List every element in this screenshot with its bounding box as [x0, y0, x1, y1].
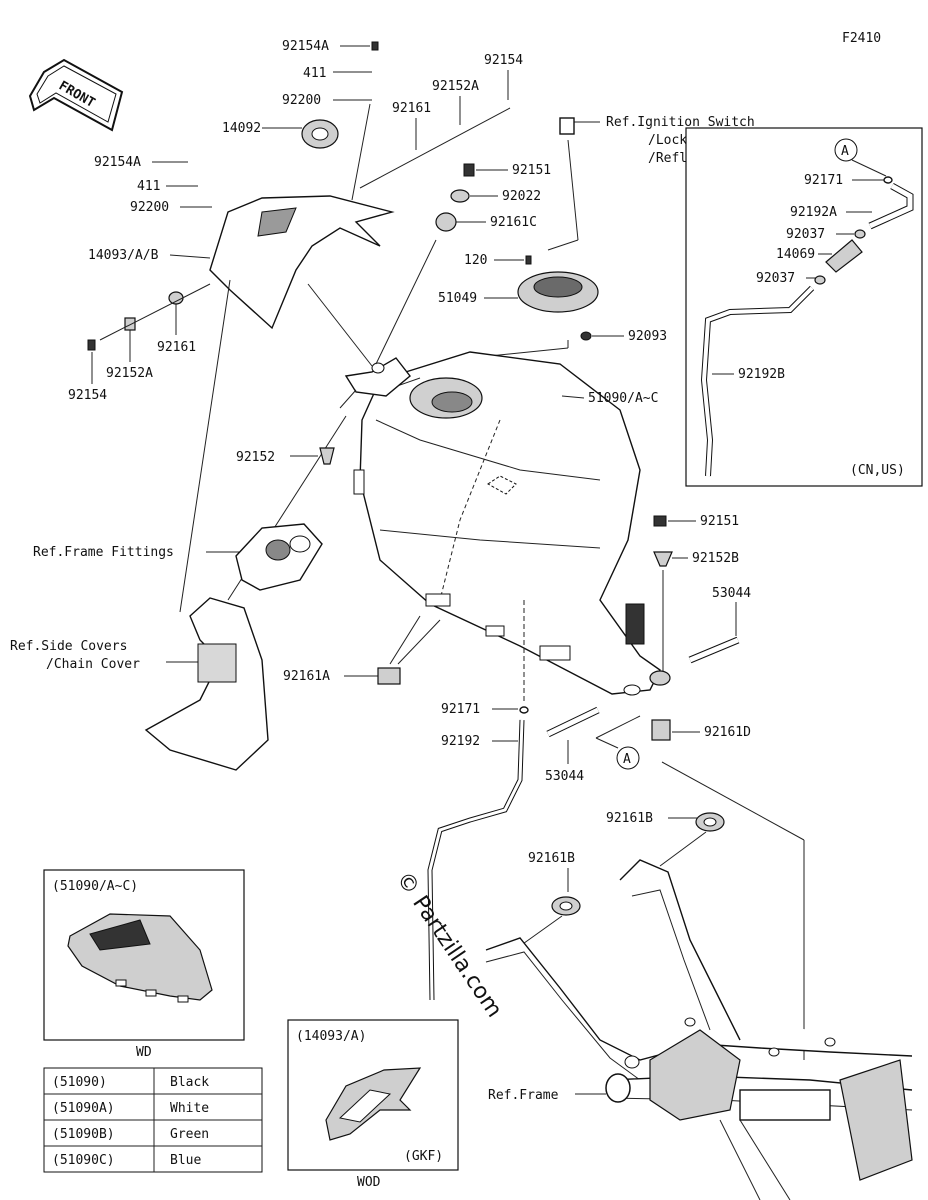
callout-92161B-mid: 92161B [528, 851, 575, 866]
callout-92161A: 92161A [283, 669, 330, 684]
bolt-icon [371, 41, 379, 51]
damper-92161A-icon [377, 667, 401, 685]
color-table-color-3: Blue [170, 1153, 201, 1168]
color-table-part-1: (51090A) [52, 1101, 115, 1116]
callout-14093: 14093/A/B [88, 248, 159, 263]
damper-92161D-icon [651, 719, 671, 741]
callout-92171-mid: 92171 [441, 702, 480, 717]
callout-92200-left: 92200 [130, 200, 169, 215]
front-arrow-icon: FRONT [28, 58, 124, 132]
inset-wod-title: (14093/A) [296, 1029, 366, 1044]
filter-14069-icon [825, 239, 863, 273]
inset-cn-us: A 92171 92192A 92037 14069 92037 92192B … [685, 127, 923, 487]
callout-92152-mid: 92152 [236, 450, 275, 465]
callout-92151-top: 92151 [512, 163, 551, 178]
figure-code: F2410 [842, 31, 881, 46]
inset-wod: (14093/A) (GKF) WOD [287, 1019, 459, 1190]
color-table: (51090) Black (51090A) White (51090B) Gr… [43, 1067, 263, 1173]
callout-92152B: 92152B [692, 551, 739, 566]
callout-92154-left: 92154 [68, 388, 107, 403]
inset-callout-92037-b: 92037 [756, 271, 795, 286]
callout-53044-bottom: 53044 [545, 769, 584, 784]
watermark: © Partzilla.com [391, 867, 507, 1022]
callout-92161-left: 92161 [157, 340, 196, 355]
ref-side-covers-2: /Chain Cover [46, 657, 140, 672]
frame-icon [485, 859, 913, 1200]
fuel-tank-51090-icon [359, 351, 661, 695]
callout-120: 120 [464, 253, 487, 268]
callout-51049: 51049 [438, 291, 477, 306]
inset-wod-note: (GKF) [404, 1149, 443, 1164]
color-table-part-0: (51090) [52, 1075, 107, 1090]
callout-92161B-right: 92161B [606, 811, 653, 826]
ignition-nut-icon [559, 117, 575, 135]
color-table-color-2: Green [170, 1127, 209, 1142]
inset-callout-14069: 14069 [776, 247, 815, 262]
color-table-color-1: White [170, 1101, 209, 1116]
callout-92200-top: 92200 [282, 93, 321, 108]
callout-14092: 14092 [222, 121, 261, 136]
inset-wod-caption: WOD [357, 1175, 381, 1190]
ref-frame-fittings: Ref.Frame Fittings [33, 545, 174, 560]
callout-92154A-left: 92154A [94, 155, 141, 170]
callout-53044-right: 53044 [712, 586, 751, 601]
ref-frame: Ref.Frame [488, 1088, 559, 1103]
callout-411-left: 411 [137, 179, 160, 194]
callout-92161-top: 92161 [392, 101, 431, 116]
color-table-part-3: (51090C) [52, 1153, 115, 1168]
inset-callout-92171: 92171 [804, 173, 843, 188]
ref-ignition-switch-2: /Locks [648, 133, 695, 148]
callout-92152A-left: 92152A [106, 366, 153, 381]
inset-callout-92192A: 92192A [790, 205, 837, 220]
marker-a-bottom [616, 746, 640, 770]
callout-92161D: 92161D [704, 725, 751, 740]
callout-92154A-top: 92154A [282, 39, 329, 54]
callout-92093: 92093 [628, 329, 667, 344]
callout-92151-right: 92151 [700, 514, 739, 529]
inset-callout-92192B: 92192B [738, 367, 785, 382]
tank-shroud-14093-icon [209, 195, 395, 330]
callout-92192-mid: 92192 [441, 734, 480, 749]
inset-wd-caption: WD [136, 1045, 152, 1060]
inset-wd-title: (51090/A~C) [52, 879, 138, 894]
callout-92161C: 92161C [490, 215, 537, 230]
side-cover-bracket-icon [144, 597, 269, 771]
callout-51090: 51090/A~C [588, 391, 658, 406]
ref-ignition-switch-1: Ref.Ignition Switch [606, 115, 755, 130]
inset-wd: (51090/A~C) WD [43, 869, 245, 1060]
callout-411-top: 411 [303, 66, 326, 81]
ref-side-covers-1: Ref.Side Covers [10, 639, 127, 654]
inset-callout-92037-a: 92037 [786, 227, 825, 242]
color-table-part-2: (51090B) [52, 1127, 115, 1142]
callout-92154-top: 92154 [484, 53, 523, 68]
marker-a-bottom-label: A [623, 752, 631, 767]
callout-92022: 92022 [502, 189, 541, 204]
color-table-color-0: Black [170, 1075, 209, 1090]
inset-region: (CN,US) [850, 463, 905, 478]
callout-92152A-top: 92152A [432, 79, 479, 94]
inset-marker-a: A [841, 144, 849, 159]
